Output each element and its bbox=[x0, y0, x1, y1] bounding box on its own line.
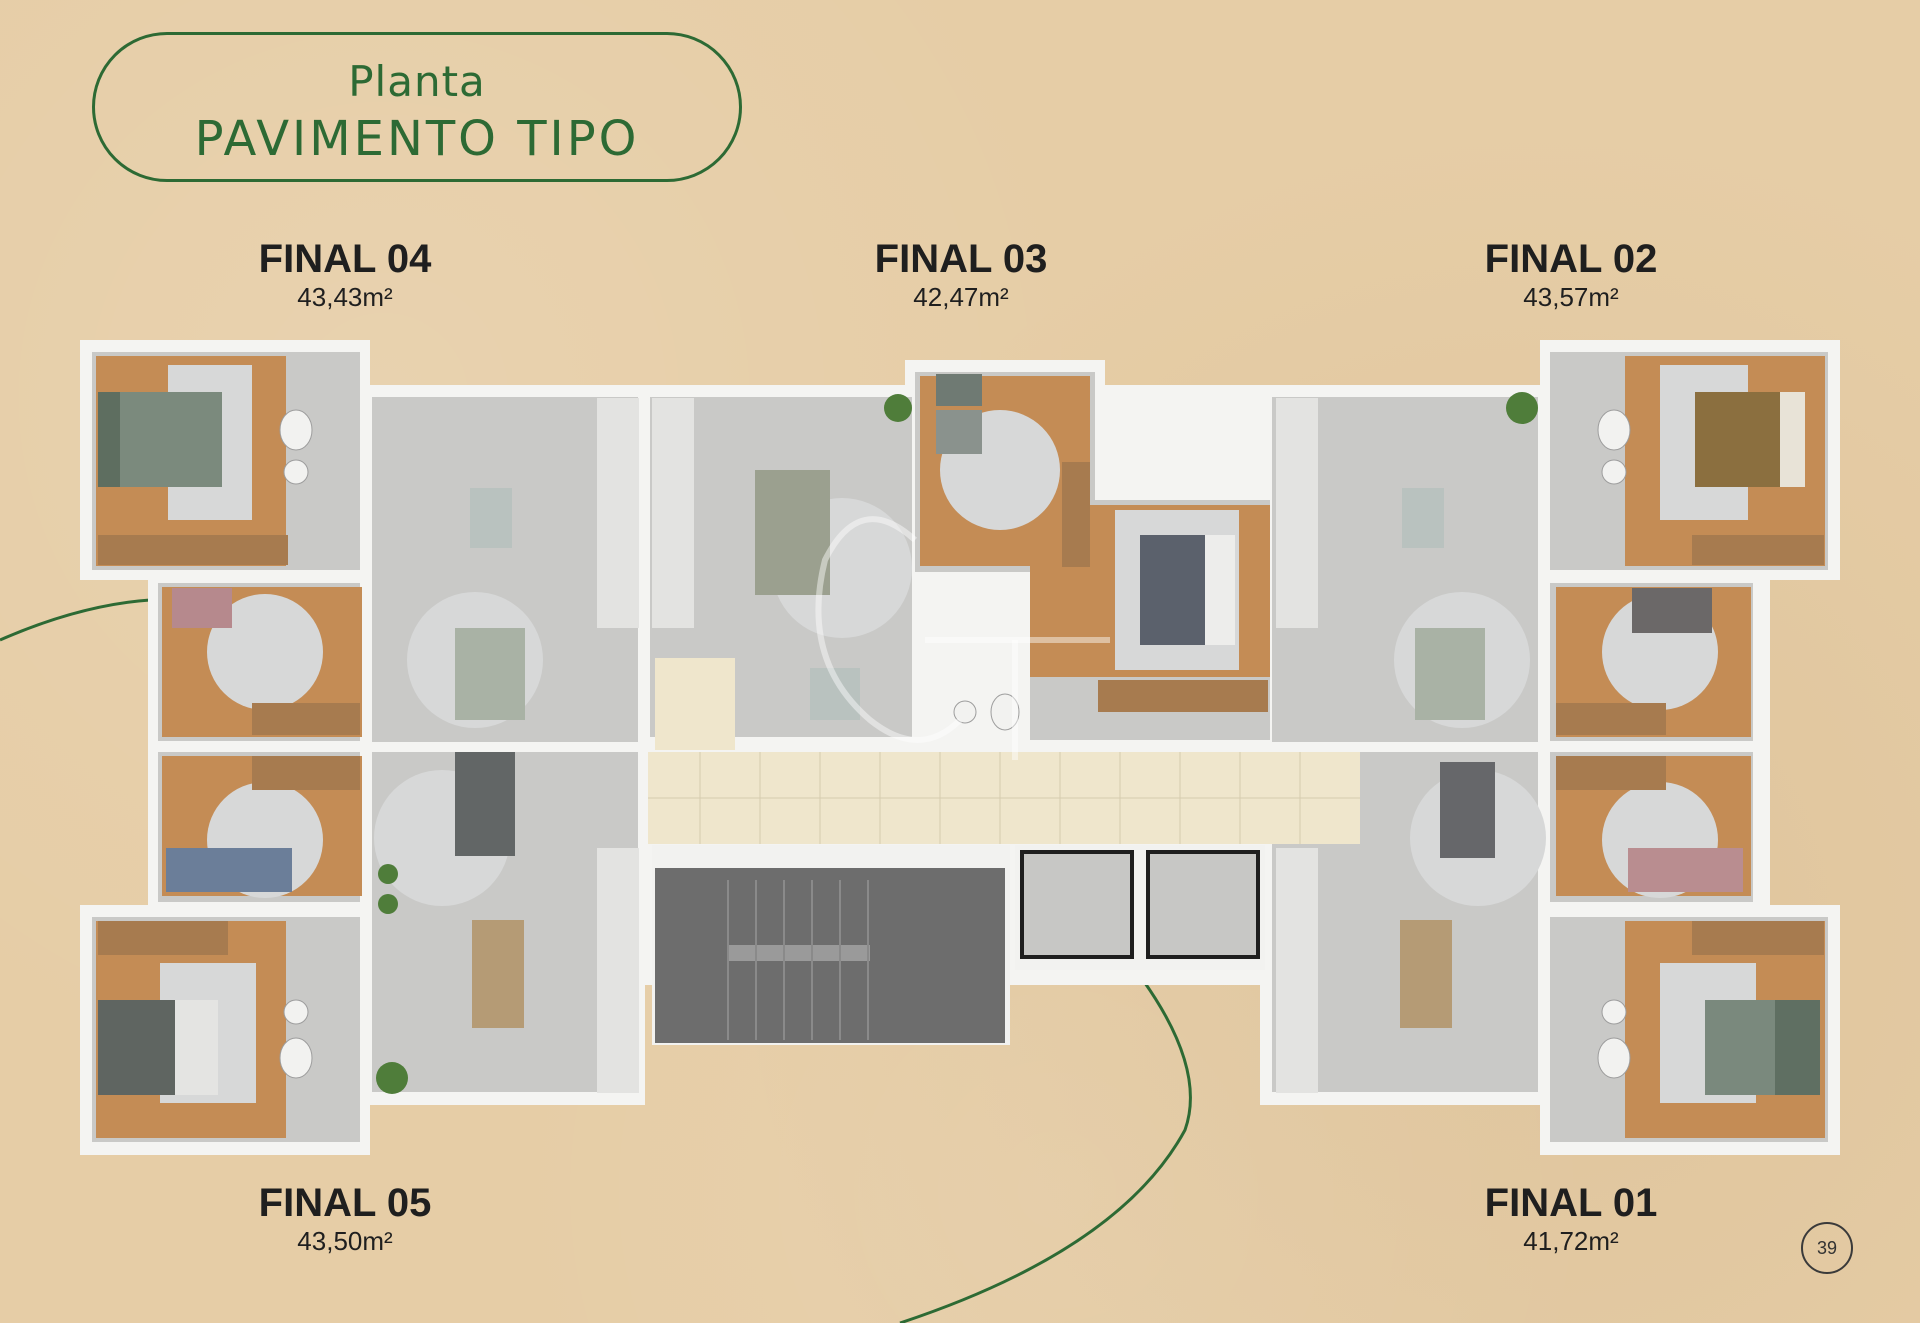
unit-area: 43,43m² bbox=[297, 282, 393, 312]
beds bbox=[98, 374, 1820, 1095]
sofas bbox=[455, 470, 1495, 858]
title-line-2: PAVIMENTO TIPO bbox=[194, 111, 640, 167]
dining-tables bbox=[470, 488, 1452, 1028]
unit-name: FINAL 02 bbox=[1484, 237, 1658, 281]
unit-area: 43,50m² bbox=[297, 1226, 393, 1256]
corridor bbox=[648, 658, 1360, 844]
plants bbox=[376, 392, 1538, 1094]
wardrobes bbox=[98, 462, 1824, 955]
unit-label-final-05: FINAL 05 43,50m² bbox=[185, 1180, 505, 1256]
unit-label-final-03: FINAL 03 42,47m² bbox=[801, 236, 1121, 312]
unit-label-final-01: FINAL 01 41,72m² bbox=[1411, 1180, 1731, 1256]
watermark-logo bbox=[815, 516, 1110, 760]
unit-label-final-04: FINAL 04 43,43m² bbox=[185, 236, 505, 312]
title-pill: Planta PAVIMENTO TIPO bbox=[92, 32, 742, 182]
elevators bbox=[1015, 845, 1265, 970]
page-number: 39 bbox=[1801, 1222, 1853, 1274]
unit-area: 43,57m² bbox=[1523, 282, 1619, 312]
unit-name: FINAL 03 bbox=[874, 237, 1048, 281]
unit-name: FINAL 04 bbox=[258, 237, 432, 281]
stair-core bbox=[652, 845, 1010, 1045]
unit-label-final-02: FINAL 02 43,57m² bbox=[1411, 236, 1731, 312]
unit-area: 42,47m² bbox=[913, 282, 1009, 312]
bathroom-fixtures bbox=[279, 409, 1631, 1079]
unit-area: 41,72m² bbox=[1523, 1226, 1619, 1256]
unit-name: FINAL 05 bbox=[258, 1181, 432, 1225]
kitchen-counters bbox=[597, 398, 1318, 1093]
title-line-1: Planta bbox=[348, 57, 486, 106]
unit-name: FINAL 01 bbox=[1484, 1181, 1658, 1225]
